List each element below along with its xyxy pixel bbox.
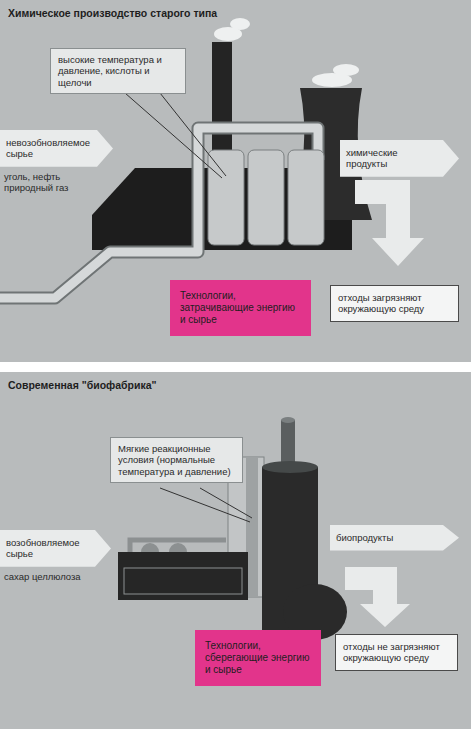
- input-arrow: возобновляемое сырьесахар целлюлоза: [0, 530, 111, 567]
- waste-arrow: [345, 567, 410, 627]
- waste-box: отходы загрязняют окружающую среду: [330, 285, 459, 322]
- box-label: Мягкие реакционные условия (нормальные т…: [118, 443, 235, 477]
- waste-arrow: [355, 180, 424, 266]
- leader-line: [160, 488, 252, 522]
- box-label: отходы не загрязняют окружающую среду: [343, 641, 450, 664]
- pipe: [130, 540, 226, 552]
- supply-pipe: [0, 128, 318, 298]
- box-label: невозобновляемое сырье: [6, 137, 91, 160]
- raw-material-list: уголь, нефть природный газ: [4, 171, 84, 194]
- machine-panel: [124, 568, 242, 594]
- arrow-body: [340, 140, 459, 177]
- chimney-top: [281, 417, 295, 423]
- panel-heading: Химическое производство старого типа: [0, 0, 225, 26]
- box-label: отходы загрязняют окружающую среду: [338, 292, 451, 315]
- reactor-tank: [288, 150, 324, 245]
- callout-box: высокие температура и давление, кислоты …: [50, 48, 186, 94]
- box-label: высокие температура и давление, кислоты …: [58, 54, 178, 88]
- reactor-tank: [208, 150, 244, 245]
- technology-box: Технологии, сберегающие энергию и сырье: [195, 630, 321, 686]
- smoke: [333, 64, 359, 76]
- callout-box: Мягкие реакционные условия (нормальные т…: [110, 437, 243, 483]
- panel-band: Современная "биофабрика" Мягкие реакционн…: [0, 372, 471, 729]
- supply-pipe: [0, 128, 318, 298]
- machine-base: [118, 552, 248, 600]
- smoke: [230, 18, 250, 30]
- output-arrow: химические продукты: [340, 140, 459, 177]
- box-label: Технологии, сберегающие энергию и сырье: [205, 640, 311, 676]
- box-label: химические продукты: [346, 147, 437, 170]
- box-label: биопродукты: [336, 532, 437, 543]
- input-arrow: невозобновляемое сырьеуголь, нефть приро…: [0, 130, 113, 167]
- box-label: Технологии, затрачивающие энергию и сырь…: [180, 290, 301, 326]
- arrow-body: [0, 530, 111, 567]
- panel-heading: Современная "биофабрика": [0, 372, 165, 398]
- arrow-body: [0, 130, 113, 167]
- output-arrow: биопродукты: [330, 525, 459, 550]
- raw-material-list: сахар целлюлоза: [4, 571, 84, 582]
- arrow-body: [330, 525, 459, 550]
- dome: [141, 543, 187, 552]
- panel-band: Химическое производство старого типа высо…: [0, 0, 471, 362]
- leader-line: [125, 93, 226, 178]
- box-label: возобновляемое сырье: [6, 537, 89, 560]
- fermenter-top: [262, 461, 318, 473]
- technology-box: Технологии, затрачивающие энергию и сырь…: [170, 280, 311, 336]
- reactor-tank: [248, 150, 284, 245]
- waste-box: отходы не загрязняют окружающую среду: [335, 634, 458, 671]
